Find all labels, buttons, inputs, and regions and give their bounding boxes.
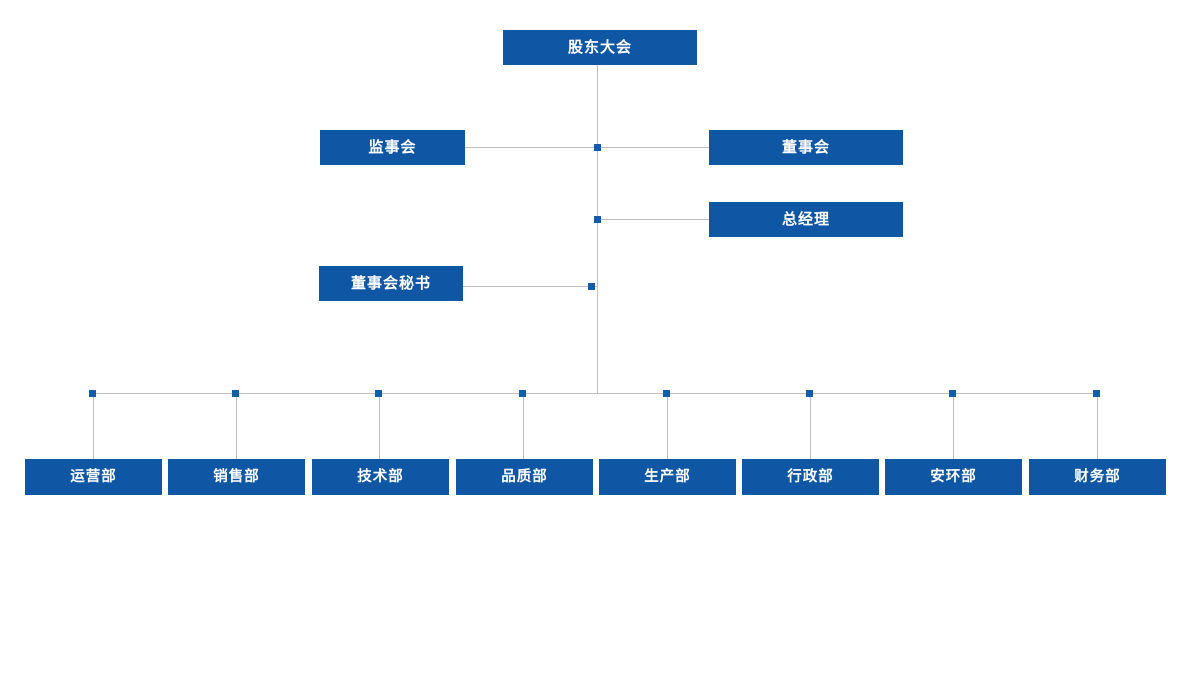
connector-to-board-of-directors	[597, 147, 709, 148]
connector-handle-dept-8[interactable]	[1093, 390, 1100, 397]
connector-handle-dept-5[interactable]	[663, 390, 670, 397]
connector-handle-dept-1[interactable]	[89, 390, 96, 397]
connector-drop-dept-3	[379, 393, 380, 459]
node-department-technology[interactable]: 技术部	[312, 459, 449, 495]
node-board-of-directors[interactable]: 董事会	[709, 130, 903, 165]
connector-drop-dept-5	[667, 393, 668, 459]
node-department-finance[interactable]: 财务部	[1029, 459, 1166, 495]
connector-handle-dept-2[interactable]	[232, 390, 239, 397]
connector-handle-dept-3[interactable]	[375, 390, 382, 397]
node-board-of-supervisors[interactable]: 监事会	[320, 130, 465, 165]
connector-handle-dept-7[interactable]	[949, 390, 956, 397]
connector-handle-dept-6[interactable]	[806, 390, 813, 397]
connector-handle-board-of-supervisors[interactable]	[594, 144, 601, 151]
node-department-production[interactable]: 生产部	[599, 459, 736, 495]
connector-department-bus	[92, 393, 1098, 394]
node-shareholders-meeting[interactable]: 股东大会	[503, 30, 697, 65]
node-department-quality[interactable]: 品质部	[456, 459, 593, 495]
connector-drop-dept-2	[236, 393, 237, 459]
node-department-operations[interactable]: 运营部	[25, 459, 162, 495]
connector-drop-dept-7	[953, 393, 954, 459]
node-department-sales[interactable]: 销售部	[168, 459, 305, 495]
node-department-safety-environment[interactable]: 安环部	[885, 459, 1022, 495]
connector-to-general-manager	[597, 219, 709, 220]
connector-drop-dept-4	[523, 393, 524, 459]
connector-trunk-vertical	[597, 65, 598, 394]
connector-to-board-secretary	[463, 286, 598, 287]
node-board-secretary[interactable]: 董事会秘书	[319, 266, 463, 301]
node-general-manager[interactable]: 总经理	[709, 202, 903, 237]
connector-to-board-of-supervisors	[465, 147, 598, 148]
connector-handle-general-manager[interactable]	[594, 216, 601, 223]
connector-handle-dept-4[interactable]	[519, 390, 526, 397]
connector-drop-dept-8	[1097, 393, 1098, 459]
connector-drop-dept-1	[93, 393, 94, 459]
node-department-administration[interactable]: 行政部	[742, 459, 879, 495]
connector-drop-dept-6	[810, 393, 811, 459]
connector-handle-board-secretary[interactable]	[588, 283, 595, 290]
